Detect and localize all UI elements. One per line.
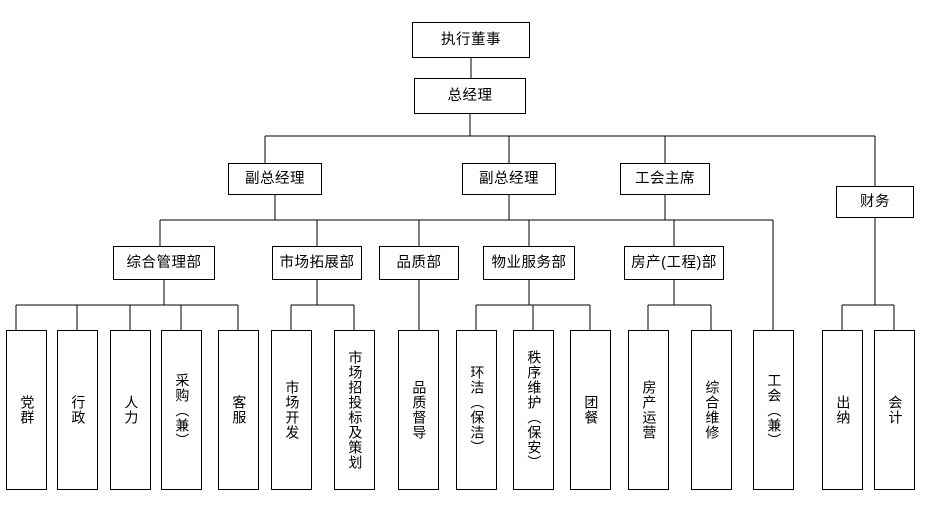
- org-node-label: 工会（兼）: [766, 372, 783, 448]
- org-node-label: 副总经理: [479, 170, 539, 187]
- org-node-label: 物业服务部: [491, 254, 567, 271]
- org-node-label: 财务: [860, 193, 890, 210]
- org-node-label: 市场开发: [284, 380, 301, 440]
- org-node-n14[interactable]: 人力: [110, 330, 151, 490]
- org-node-n15[interactable]: 采购（兼）: [161, 330, 202, 490]
- org-node-n25[interactable]: 工会（兼）: [753, 330, 794, 490]
- org-node-n9[interactable]: 品质部: [379, 246, 459, 280]
- org-node-n3[interactable]: 副总经理: [228, 163, 322, 195]
- org-node-n7[interactable]: 综合管理部: [113, 246, 215, 280]
- org-node-label: 执行董事: [441, 31, 501, 48]
- org-node-n4[interactable]: 副总经理: [462, 163, 556, 195]
- org-node-n1[interactable]: 执行董事: [412, 22, 530, 58]
- org-node-n20[interactable]: 环洁（保洁）: [456, 330, 497, 490]
- org-node-label: 工会主席: [635, 170, 695, 187]
- org-node-label: 品质督导: [411, 380, 428, 440]
- org-node-n24[interactable]: 综合维修: [691, 330, 732, 490]
- org-node-label: 秩序维护（保安）: [526, 350, 543, 470]
- org-node-label: 房产运营: [641, 380, 658, 440]
- org-node-n16[interactable]: 客服: [218, 330, 259, 490]
- org-node-label: 品质部: [396, 254, 442, 271]
- org-node-n19[interactable]: 品质督导: [398, 330, 439, 490]
- org-node-label: 总经理: [447, 87, 493, 104]
- org-node-n13[interactable]: 行政: [57, 330, 98, 490]
- org-node-n6[interactable]: 财务: [836, 186, 914, 218]
- org-node-label: 副总经理: [245, 170, 305, 187]
- org-node-label: 党群: [19, 395, 36, 425]
- org-node-n11[interactable]: 房产(工程)部: [624, 246, 724, 280]
- org-node-label: 人力: [123, 395, 140, 425]
- org-node-label: 客服: [231, 395, 248, 425]
- org-node-n17[interactable]: 市场开发: [271, 330, 312, 490]
- org-node-n2[interactable]: 总经理: [414, 78, 526, 114]
- org-node-n22[interactable]: 团餐: [570, 330, 611, 490]
- org-node-label: 采购（兼）: [174, 372, 191, 448]
- org-node-n23[interactable]: 房产运营: [628, 330, 669, 490]
- org-node-label: 会计: [887, 395, 904, 425]
- org-node-n26[interactable]: 出纳: [822, 330, 863, 490]
- org-node-label: 出纳: [835, 395, 852, 425]
- org-node-label: 综合管理部: [126, 254, 202, 271]
- org-node-n10[interactable]: 物业服务部: [483, 246, 575, 280]
- org-node-label: 市场拓展部: [279, 254, 355, 271]
- org-node-label: 房产(工程)部: [631, 254, 717, 271]
- org-node-label: 市场招投标及策划: [347, 350, 364, 470]
- org-node-n8[interactable]: 市场拓展部: [272, 246, 362, 280]
- org-node-label: 综合维修: [704, 380, 721, 440]
- org-node-label: 环洁（保洁）: [469, 365, 486, 455]
- org-node-n18[interactable]: 市场招投标及策划: [334, 330, 375, 490]
- org-node-label: 行政: [70, 395, 87, 425]
- org-node-n21[interactable]: 秩序维护（保安）: [513, 330, 554, 490]
- org-node-label: 团餐: [583, 395, 600, 425]
- org-node-n27[interactable]: 会计: [874, 330, 915, 490]
- org-node-n5[interactable]: 工会主席: [620, 163, 710, 195]
- org-node-n12[interactable]: 党群: [6, 330, 47, 490]
